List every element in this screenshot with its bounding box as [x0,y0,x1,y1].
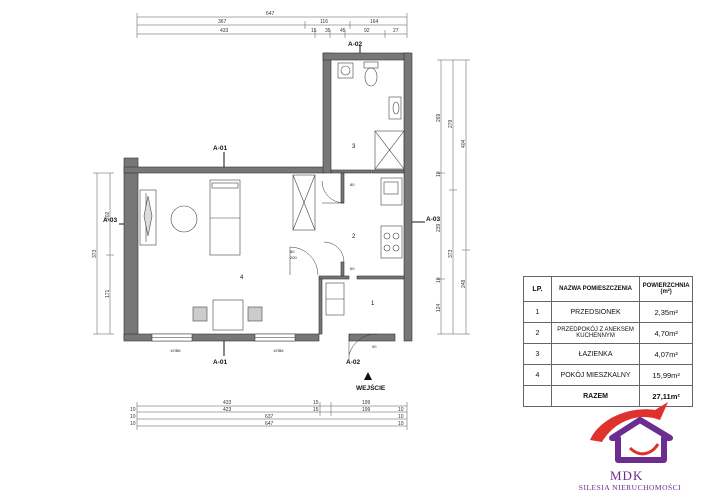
door-dim: 60 [290,249,295,254]
dim-top-total: 647 [266,11,275,17]
dim-bottom: 10 [130,414,136,420]
window-dim: 88 [279,348,284,353]
dim-right: 373 [448,249,454,258]
room-number: 3 [352,144,356,150]
logo-subtitle: SILESIA NIERUCHOMOŚCI [578,483,682,492]
table-row: 3 ŁAZIENKA 4,07m² [523,343,693,365]
top-dimension-lines [136,13,408,38]
dim-bottom: 10 [130,407,136,413]
bottom-dimension-lines [136,402,408,430]
dim-left: 171 [105,289,111,298]
dim-top: 164 [370,19,379,25]
dim-bottom: 15 [313,407,319,413]
header-lp: LP. [523,276,552,302]
door-dim: 80 [350,182,355,187]
section-marker: A-01 [213,145,227,152]
table-total-row: RAZEM 27,11m² [523,385,693,407]
dim-bottom: 10 [130,421,136,427]
section-marker: A-01 [213,359,227,366]
dim-right: 10 [436,171,442,177]
dim-bottom: 199 [362,400,371,406]
section-marker: A-02 [346,359,360,366]
room-number: 4 [240,275,244,281]
dim-bottom: 10 [398,407,404,413]
dim-right: 404 [461,139,467,148]
dim-right: 124 [436,303,442,312]
dim-bottom: 10 [398,414,404,420]
table-row: 1 PRZEDSIONEK 2,35m² [523,301,693,323]
furniture [139,61,405,331]
dim-bottom: 647 [265,421,274,427]
total-area: 27,11m² [639,385,693,407]
company-logo: MDK SILESIA NIERUCHOMOŚCI [560,398,700,498]
window-dim: 88 [176,348,181,353]
dim-top: 27 [393,28,399,34]
entrance-arrow-icon [364,372,372,380]
window-dim: 197 [273,348,280,353]
dim-bottom: 15 [313,400,319,406]
door-dim: 200 [290,255,297,260]
window-dim: 197 [170,348,177,353]
dim-left: 373 [92,249,98,258]
room-number: 2 [352,234,356,240]
dim-right: 239 [436,223,442,232]
room-area-table: LP. NAZWA POMIESZCZENIA POWIERZCHNIA (m²… [523,276,693,407]
dim-top: 15 [311,28,317,34]
header-name: NAZWA POMIESZCZENIA [550,276,641,302]
dim-top: 35 [325,28,331,34]
dim-right: 248 [461,279,467,288]
dim-top: 45 [340,28,346,34]
logo-title: MDK [610,468,644,483]
left-dimension-lines [93,172,114,335]
door-dim: 90 [372,344,377,349]
dim-right: 279 [448,119,454,128]
dim-bottom: 199 [362,407,371,413]
dim-top: 92 [364,28,370,34]
dim-bottom: 10 [398,421,404,427]
dim-top: 116 [320,19,328,25]
header-area: POWIERZCHNIA (m²) [639,276,693,302]
dim-bottom: 423 [223,407,232,413]
dim-right: 269 [436,113,442,122]
section-marker: A-03 [426,216,440,223]
table-header-row: LP. NAZWA POMIESZCZENIA POWIERZCHNIA (m²… [523,276,693,302]
dim-bottom: 637 [265,414,274,420]
entrance-label: WEJŚCIE [356,383,386,392]
door-swings [289,180,378,362]
dim-left: 202 [105,211,111,220]
dim-top: 433 [220,28,229,34]
door-dim: 60 [350,266,355,271]
walls [123,52,413,342]
table-row: 2 PRZEDPOKÓJ Z ANEKSEM KUCHENNYM 4,70m² [523,322,693,344]
section-marker: A-02 [348,41,362,48]
dim-right: 10 [436,277,442,283]
total-label: RAZEM [550,385,641,407]
room-number: 1 [371,301,375,307]
right-dimension-lines [437,59,470,335]
dim-top: 367 [218,19,227,25]
house-logo-icon [590,402,673,463]
dim-bottom: 433 [223,400,232,406]
table-row: 4 POKÓJ MIESZKALNY 15,99m² [523,364,693,386]
windows [151,333,296,342]
